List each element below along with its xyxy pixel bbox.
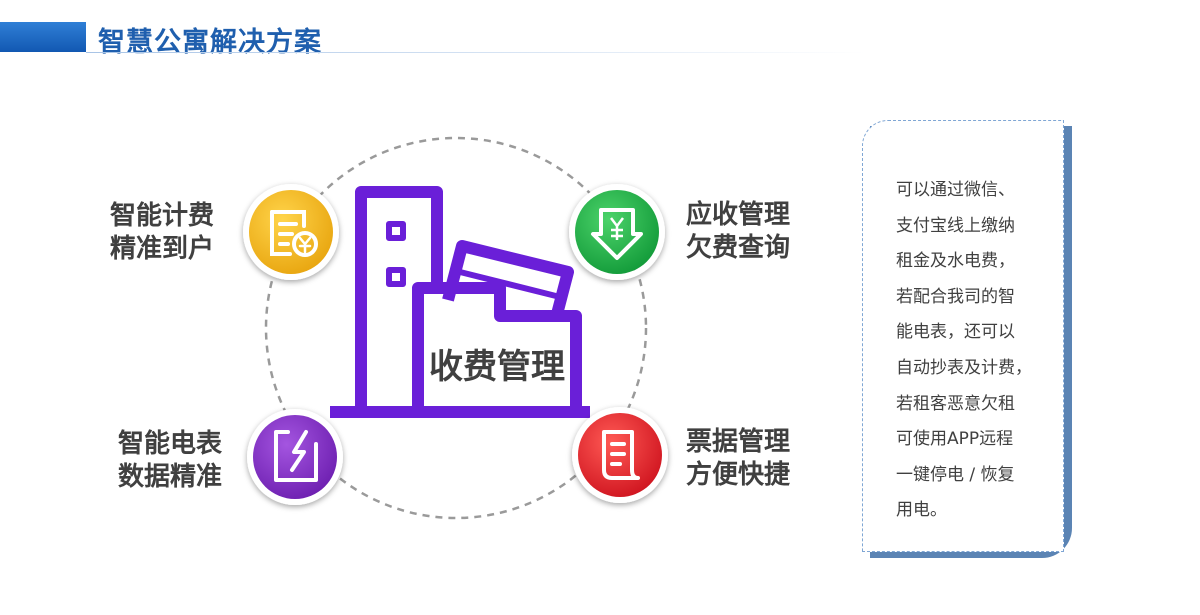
lightning-meter-icon <box>274 430 318 482</box>
info-text: 可以通过微信、 支付宝线上缴纳 租金及水电费， 若配合我司的智 能电表，还可以 … <box>896 173 1056 529</box>
info-line: 一键停电 / 恢复 <box>896 464 1015 485</box>
header-divider <box>86 52 1200 53</box>
info-line: 支付宝线上缴纳 <box>896 215 1015 236</box>
feature-icon-top-right <box>569 184 665 280</box>
info-line: 可以通过微信、 <box>896 180 1015 200</box>
feature-line2: 欠费查询 <box>686 233 791 263</box>
receipt-icon <box>602 430 640 480</box>
bill-coin-icon <box>270 210 318 257</box>
info-box <box>862 120 1064 552</box>
feature-line2: 精准到户 <box>110 234 215 264</box>
feature-line1: 票据管理 <box>686 427 791 457</box>
feature-label-top-right: 应收管理 欠费查询 <box>686 199 790 265</box>
feature-label-top-left: 智能计费 精准到户 <box>110 200 214 266</box>
info-line: 可使用APP远程 <box>896 429 1014 450</box>
dashed-ring <box>264 136 648 520</box>
info-line: 自动抄表及计费， <box>896 357 1032 378</box>
info-line: 能电表，还可以 <box>896 322 1015 343</box>
feature-line2: 数据精准 <box>118 462 223 492</box>
feature-line1: 应收管理 <box>686 200 791 230</box>
feature-icon-top-left <box>243 184 339 280</box>
feature-line1: 智能电表 <box>118 429 223 459</box>
feature-icon-bottom-right <box>572 407 668 503</box>
info-line: 用电。 <box>896 500 947 521</box>
feature-label-bottom-right: 票据管理 方便快捷 <box>686 426 790 492</box>
feature-line2: 方便快捷 <box>686 460 791 490</box>
info-line: 租金及水电费， <box>896 251 1015 272</box>
feature-label-bottom-left: 智能电表 数据精准 <box>118 428 222 494</box>
header-accent-bar <box>0 22 86 52</box>
center-label: 收费管理 <box>429 347 565 387</box>
building-folder-icon <box>330 186 590 418</box>
yen-down-arrow-icon <box>591 208 643 260</box>
info-line: 若租客恶意欠租 <box>896 393 1015 414</box>
feature-icon-bottom-left <box>247 409 343 505</box>
info-line: 若配合我司的智 <box>896 286 1015 307</box>
feature-line1: 智能计费 <box>110 201 215 231</box>
